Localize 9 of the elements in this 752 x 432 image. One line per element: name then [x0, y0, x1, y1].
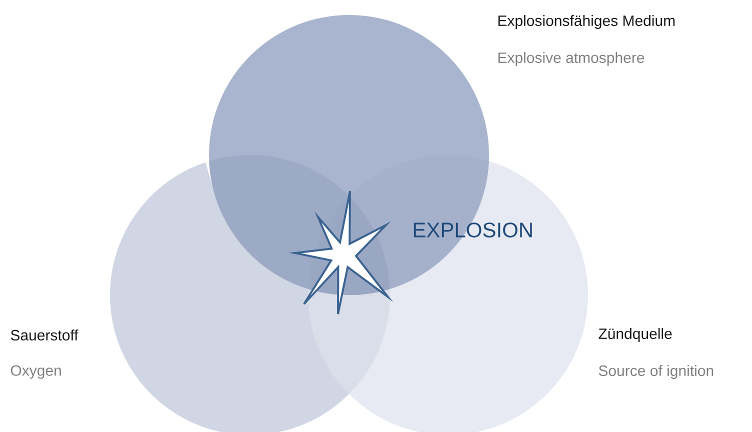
- center-label: EXPLOSION: [414, 222, 532, 238]
- circle-heading: Sauerstoff: [10, 330, 78, 340]
- circle-subtitle: Explosive atmosphere: [498, 52, 644, 66]
- venn-circle: [308, 161, 588, 432]
- circle-subtitle: Oxygen: [10, 365, 61, 379]
- star-burst: [288, 190, 394, 315]
- circle-heading: Zündquelle: [598, 328, 672, 342]
- circle-subtitle: Source of ignition: [598, 365, 714, 379]
- circle-heading: Explosionsfähiges Medium: [498, 15, 675, 29]
